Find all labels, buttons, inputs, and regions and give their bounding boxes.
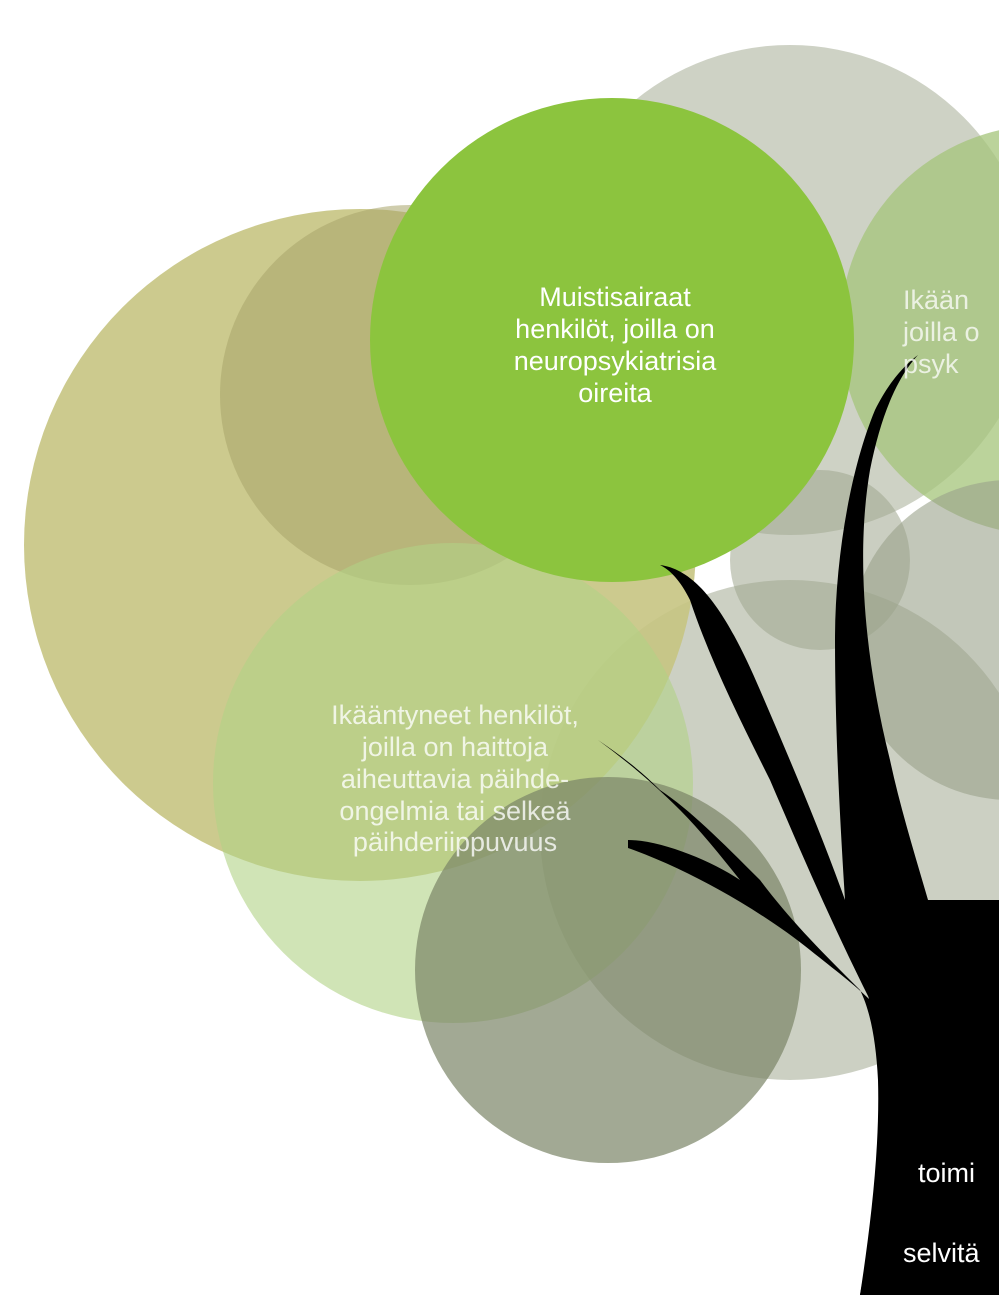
paihde-line-4: ongelmia tai selkeä bbox=[339, 795, 571, 826]
ikaantyneet-psyk-line-1: Ikään bbox=[903, 285, 970, 315]
trunk-text-selvita: selvitä bbox=[903, 1238, 980, 1268]
ikaantyneet-psyk-line-3: psyk bbox=[903, 348, 959, 379]
paihde-line-3: aiheuttavia päihde- bbox=[340, 763, 570, 794]
muistisairaat-line-2: henkilöt, joilla on bbox=[515, 313, 715, 344]
paihde-line-1: Ikääntyneet henkilöt, bbox=[331, 700, 579, 730]
muistisairaat-label: Muistisairaat henkilöt, joilla on neurop… bbox=[430, 282, 800, 409]
muistisairaat-line-1: Muistisairaat bbox=[539, 282, 691, 312]
tree-silhouette bbox=[598, 355, 999, 1295]
ikaantyneet-psyk-line-2: joilla o bbox=[903, 316, 980, 347]
bubble-bright-green bbox=[370, 98, 854, 582]
paihde-label: Ikääntyneet henkilöt, joilla on haittoja… bbox=[255, 700, 655, 859]
bubble-grey-right bbox=[850, 480, 999, 800]
trunk-text-toimi: toimi bbox=[918, 1158, 976, 1188]
muistisairaat-line-3: neuropsykiatrisia bbox=[513, 345, 717, 376]
ikaantyneet-psyk-label: Ikään joilla o psyk bbox=[903, 285, 999, 381]
paihde-line-5: päihderiippuvuus bbox=[352, 827, 558, 858]
muistisairaat-line-4: oireita bbox=[578, 377, 652, 408]
paihde-line-2: joilla on haittoja bbox=[361, 731, 549, 762]
